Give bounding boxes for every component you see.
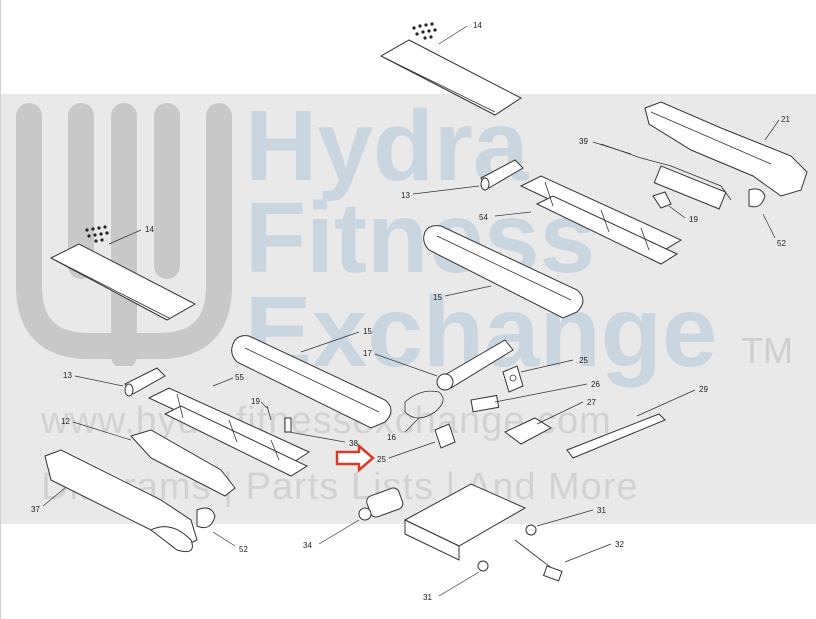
callout-21: 21 <box>781 115 790 124</box>
part-26-switch <box>470 383 588 413</box>
callout-38: 38 <box>349 439 358 448</box>
part-21-side-rail <box>644 101 808 197</box>
callout-52-left: 52 <box>239 545 248 554</box>
callout-37: 37 <box>31 505 40 514</box>
callout-14-left: 14 <box>145 225 154 234</box>
part-19-left-pin <box>260 401 272 421</box>
part-31-right-foot <box>525 509 594 536</box>
part-14-top-cover <box>379 22 522 116</box>
part-34-motor <box>318 487 404 545</box>
highlight-arrow-icon <box>335 443 375 473</box>
callout-39: 39 <box>579 137 588 146</box>
part-16-drive-belt <box>404 390 444 433</box>
callout-12: 12 <box>61 417 70 426</box>
part-15-left-belt <box>231 331 392 429</box>
callout-25-bottom: 25 <box>377 455 386 464</box>
callout-26: 26 <box>591 380 600 389</box>
callout-31-bottom: 31 <box>423 593 432 602</box>
callout-15-left: 15 <box>363 327 372 336</box>
callout-29: 29 <box>699 385 708 394</box>
part-27-plate <box>504 401 584 445</box>
part-14-left-cover <box>49 225 197 321</box>
callout-34: 34 <box>303 541 312 550</box>
part-29-long-bracket <box>566 389 696 459</box>
callout-54: 54 <box>479 213 488 222</box>
part-55-lower-frame <box>147 377 311 477</box>
part-37-side-rail <box>42 449 198 553</box>
callout-31-right: 31 <box>597 506 606 515</box>
callout-19-right: 19 <box>689 215 698 224</box>
callout-55: 55 <box>235 373 244 382</box>
part-32-wiring <box>514 539 612 582</box>
callout-32: 32 <box>615 540 624 549</box>
part-54-upper-frame <box>494 175 683 265</box>
part-17-drive-roller <box>374 339 514 391</box>
part-12-side-rail <box>72 421 236 497</box>
hydra-logo-icon <box>16 103 232 366</box>
part-13-left-roller <box>74 367 166 397</box>
part-13-top-roller <box>412 159 524 195</box>
callout-15-right: 15 <box>433 293 442 302</box>
part-39-harness <box>592 141 732 210</box>
callout-13-left: 13 <box>63 371 72 380</box>
part-19-right-bracket <box>652 191 686 219</box>
callout-14-top: 14 <box>473 21 482 30</box>
part-25-bottom-bracket <box>388 423 456 459</box>
part-38-spring <box>284 417 346 443</box>
part-15-right-belt <box>423 225 584 319</box>
callout-27: 27 <box>587 398 596 407</box>
callout-16: 16 <box>387 433 396 442</box>
callout-19-left: 19 <box>251 397 260 406</box>
callout-25-top: 25 <box>579 356 588 365</box>
callout-17: 17 <box>363 349 372 358</box>
callout-13-top: 13 <box>401 191 410 200</box>
callout-52-right: 52 <box>777 239 786 248</box>
part-52-right-cap <box>748 188 776 239</box>
part-52-left-cap <box>196 507 236 547</box>
part-motor-tray <box>403 483 527 561</box>
part-31-bottom-foot <box>438 560 489 597</box>
part-25-top-bracket <box>502 359 574 393</box>
